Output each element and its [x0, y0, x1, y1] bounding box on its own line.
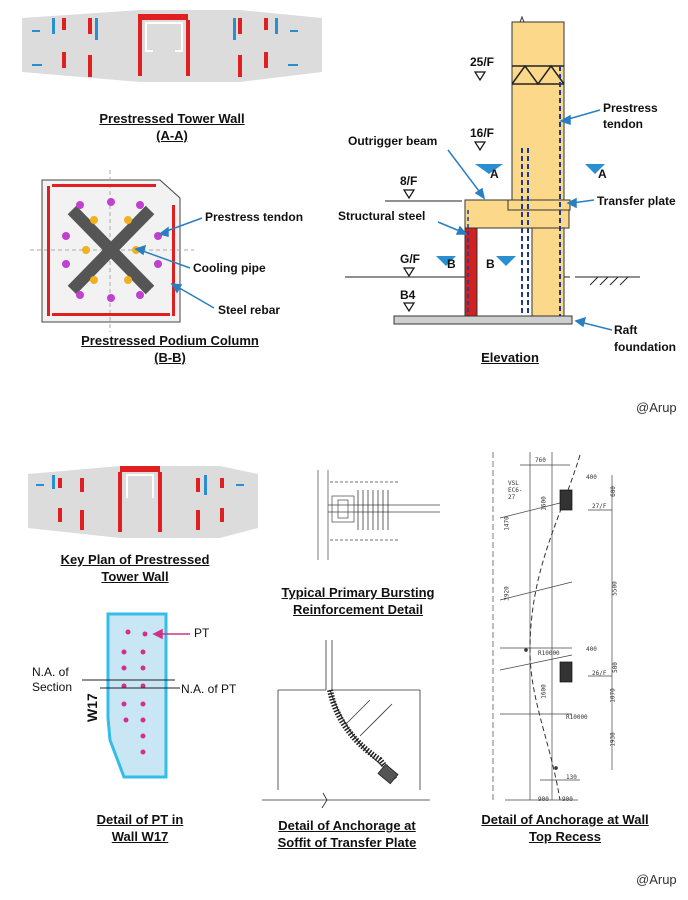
key-plan-caption: Key Plan of Prestressed Tower Wall: [30, 551, 240, 585]
level-8f: 8/F: [400, 174, 418, 188]
label-line: Raft: [614, 323, 638, 337]
level-b4: B4: [400, 288, 416, 302]
section-mark-a-left: A: [490, 167, 499, 181]
dim-vsl: VSL EC6-27: [508, 480, 523, 501]
caption-line: Detail of Anchorage at Wall: [481, 812, 649, 827]
recess-caption: Detail of Anchorage at Wall Top Recess: [460, 811, 670, 845]
caption-line: (B-B): [154, 350, 186, 365]
caption-line: Prestressed Podium Column: [81, 333, 259, 348]
label-line: foundation: [614, 340, 676, 354]
truss: [511, 64, 565, 86]
caption-line: Soffit of Transfer Plate: [277, 835, 417, 850]
level-gf: G/F: [400, 252, 420, 266]
caption-line: Detail of Anchorage at: [278, 818, 416, 833]
label-line: Prestress: [603, 101, 658, 115]
label-line: Section: [32, 680, 73, 694]
podium-column-section: [30, 170, 215, 332]
section-marks: [436, 164, 605, 266]
podium-caption: Prestressed Podium Column (B-B): [55, 332, 285, 366]
soffit-caption: Detail of Anchorage at Soffit of Transfe…: [252, 817, 442, 851]
label-transfer-plate: Transfer plate: [597, 194, 676, 208]
dim-400a: 400: [586, 474, 597, 481]
dim-400b: 400: [586, 646, 597, 653]
section-mark-a-right: A: [598, 167, 607, 181]
elevation-drawing: [345, 15, 640, 331]
dim-760: 760: [535, 457, 546, 464]
dim-900a: 900: [538, 796, 549, 803]
ground-hatch: [589, 276, 629, 286]
dim-900b: 900: [562, 796, 573, 803]
bursting-caption: Typical Primary Bursting Reinforcement D…: [258, 584, 458, 618]
section-mark-b-left: B: [447, 257, 456, 271]
dim-3920: 3920: [503, 586, 511, 601]
label-structural-steel: Structural steel: [338, 209, 426, 223]
label-na-section: N.A. of Section: [32, 665, 72, 695]
caption-line: (A-A): [156, 128, 188, 143]
caption-line: Elevation: [481, 350, 539, 365]
dim-27f: 27/F: [592, 503, 607, 510]
label-steel-rebar: Steel rebar: [218, 303, 281, 317]
caption-line: Reinforcement Detail: [292, 602, 424, 617]
label-elevation-prestress: Prestress tendon: [603, 100, 658, 132]
recess-anchorage-detail: [492, 452, 613, 801]
pt-detail-caption: Detail of PT in Wall W17: [60, 811, 220, 845]
dim-1938: 1938: [609, 732, 617, 747]
dim-130: 130: [566, 774, 577, 781]
steel-cross: [67, 205, 155, 295]
level-markers: [402, 71, 487, 313]
dim-1470: 1470: [503, 516, 511, 531]
label-outrigger-beam: Outrigger beam: [348, 134, 438, 148]
caption-line: Typical Primary Bursting: [281, 585, 435, 600]
label-line: N.A. of: [32, 665, 69, 679]
label-wall-w17: W17: [84, 693, 100, 722]
dim-r10000a: R10000: [538, 650, 560, 657]
dim-600: 600: [609, 486, 617, 497]
label-line: tendon: [603, 117, 643, 131]
dim-1600b: 1600: [540, 684, 548, 699]
key-plan-drawing: [28, 466, 258, 538]
rebar-dots: [47, 184, 175, 316]
podium-leaders: [134, 217, 215, 309]
caption-line: Prestressed Tower Wall: [99, 111, 245, 126]
dim-500: 500: [611, 662, 619, 673]
dim-r10000b: R10000: [566, 714, 588, 721]
tower-wall-plan: [22, 10, 322, 82]
credit-top: @Arup: [636, 400, 677, 415]
level-25f: 25/F: [470, 55, 495, 69]
elevation-leaders: [437, 109, 613, 331]
caption-line: Tower Wall: [101, 569, 169, 584]
section-mark-b-right: B: [486, 257, 495, 271]
dim-5500: 5500: [611, 581, 619, 596]
caption-line: Key Plan of Prestressed: [60, 552, 210, 567]
dim-26f: 26/F: [592, 670, 607, 677]
caption-line: Top Recess: [528, 829, 601, 844]
dim-1600a: 1600: [540, 496, 548, 511]
caption-line: Detail of PT in: [96, 812, 184, 827]
dim-1070: 1070: [609, 688, 617, 703]
caption-line: Wall W17: [111, 829, 169, 844]
label-raft-foundation: Raft foundation: [614, 322, 676, 356]
pt-dots: [121, 629, 148, 755]
soffit-anchorage-detail: [262, 640, 430, 809]
pt-wall-detail: [82, 612, 190, 779]
bursting-detail: [317, 470, 440, 560]
elevation-caption: Elevation: [450, 349, 570, 366]
level-16f: 16/F: [470, 126, 495, 140]
credit-bottom: @Arup: [636, 872, 677, 887]
label-prestress-tendon: Prestress tendon: [205, 210, 304, 224]
tower-wall-caption: Prestressed Tower Wall (A-A): [72, 110, 272, 144]
tendon-dots: [62, 198, 162, 302]
label-na-pt: N.A. of PT: [181, 682, 237, 696]
label-cooling-pipe: Cooling pipe: [193, 261, 266, 275]
label-pt: PT: [194, 626, 210, 640]
